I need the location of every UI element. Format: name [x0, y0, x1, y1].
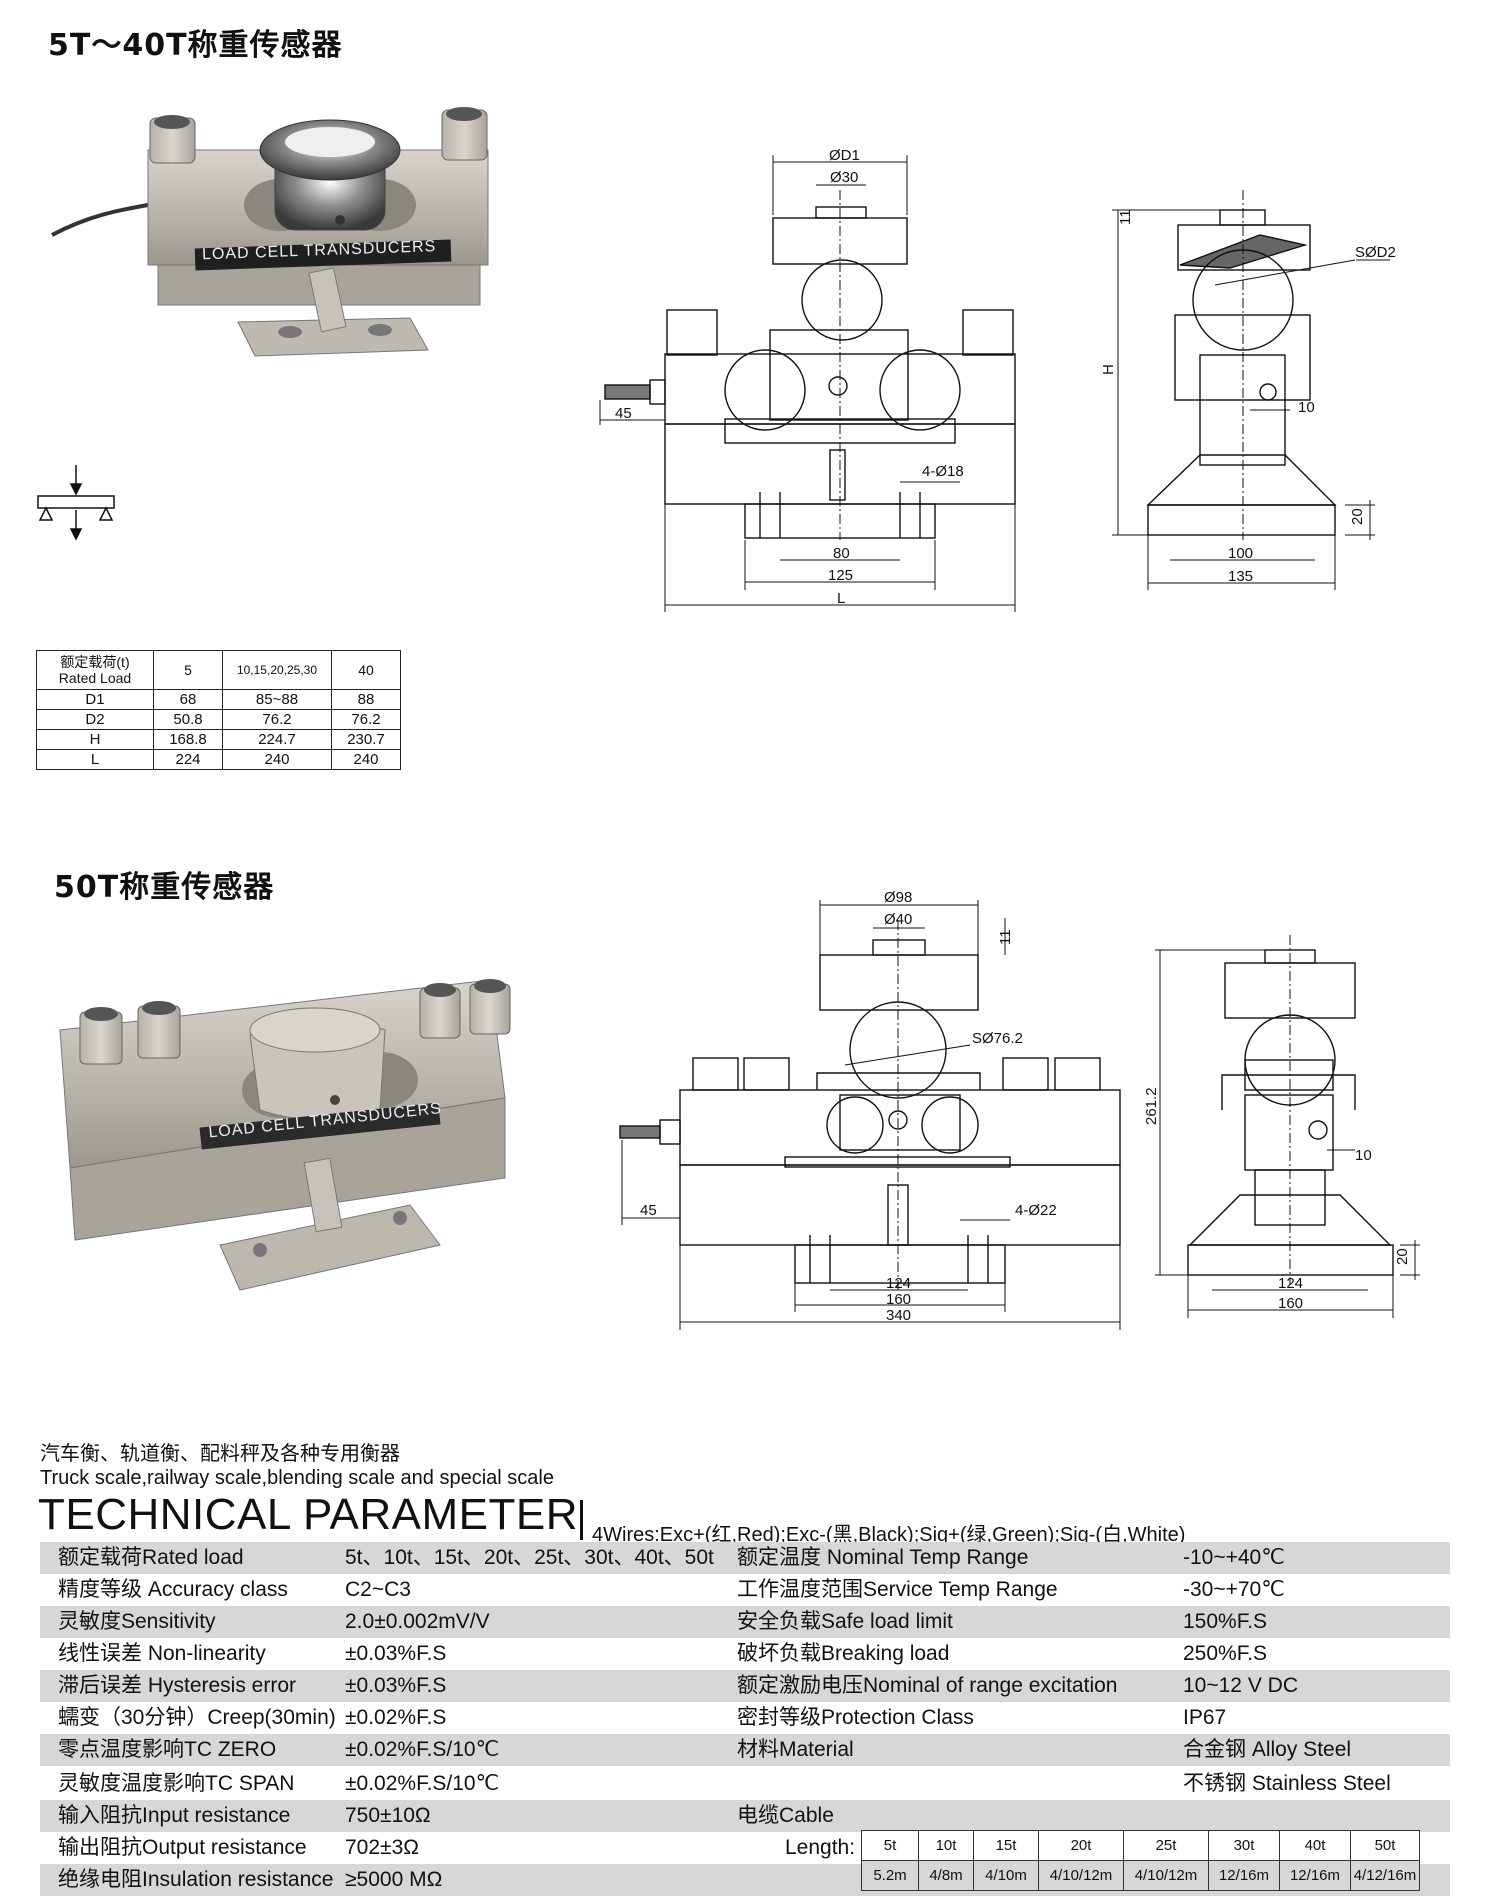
dim-340: 340 — [886, 1307, 911, 1324]
dims-header-col: 40 — [331, 650, 401, 690]
dim-10-b: 10 — [1355, 1147, 1372, 1164]
dimension-table: 额定载荷(t)Rated Load 5 10,15,20,25,30 40 D1… — [36, 650, 401, 770]
dims-header-col: 5 — [153, 650, 223, 690]
dim-11-b: 11 — [997, 929, 1014, 945]
front-view-drawing-2 — [619, 900, 1121, 1330]
side-view-drawing-1 — [1112, 190, 1390, 590]
cable-length-table: 5t 10t 15t 20t 25t 30t 40t 50t 5.2m 4/8m… — [861, 1830, 1420, 1891]
cable-capacity-row: 5t 10t 15t 20t 25t 30t 40t 50t — [861, 1830, 1420, 1861]
dim-125: 125 — [828, 567, 853, 584]
dim-20: 20 — [1349, 508, 1366, 525]
load-cell-photo-1 — [51, 107, 489, 357]
dim-d1: ØD1 — [829, 147, 860, 164]
tech-title: TECHNICAL PARAMETER — [38, 1490, 579, 1539]
section2-title: 50T称重传感器 — [54, 870, 275, 905]
dims-header-col: 10,15,20,25,30 — [222, 650, 332, 690]
cable-length-label: Length: — [785, 1836, 856, 1859]
dim-80: 80 — [833, 545, 850, 562]
dim-sd2: SØD2 — [1355, 244, 1396, 261]
dim-sphere: SØ76.2 — [972, 1030, 1023, 1047]
dim-135: 135 — [1228, 568, 1253, 585]
applications-en: Truck scale,railway scale,blending scale… — [40, 1467, 554, 1489]
dim-holes: 4-Ø18 — [922, 463, 964, 480]
dim-40: Ø40 — [884, 911, 912, 928]
side-view-drawing-2 — [1155, 935, 1420, 1318]
dim-10: 10 — [1298, 399, 1315, 416]
section1-title: 5T～40T称重传感器 — [48, 28, 343, 63]
load-cell-photo-2 — [59, 979, 511, 1291]
cable-length-row: 5.2m 4/8m 4/10m 4/10/12m 4/10/12m 12/16m… — [861, 1860, 1420, 1891]
param-row: 灵敏度温度影响TC SPAN±0.02%F.S/10℃ 不锈钢 Stainles… — [58, 1772, 1391, 1795]
param-row: 滞后误差 Hysteresis error±0.03%F.S 额定激励电压Nom… — [40, 1670, 1450, 1702]
applications-cn: 汽车衡、轨道衡、配料秤及各种专用衡器 — [40, 1443, 400, 1465]
dim-20-b: 20 — [1394, 1248, 1411, 1265]
title-divider — [580, 1500, 583, 1540]
wires-note: 4Wires:Exc+(红,Red);Exc-(黑,Black);Sig+(绿,… — [592, 1524, 1186, 1546]
dim-11: 11 — [1117, 209, 1134, 225]
dim-L: L — [837, 590, 845, 607]
dim-d30: Ø30 — [830, 169, 858, 186]
param-row: 线性误差 Non-linearity±0.03%F.S 破坏负载Breaking… — [58, 1642, 1268, 1665]
dim-45-b: 45 — [640, 1202, 657, 1219]
dim-261: 261.2 — [1143, 1087, 1160, 1125]
dim-45: 45 — [615, 405, 632, 422]
param-row: 蠕变（30分钟）Creep(30min)±0.02%F.S 密封等级Protec… — [58, 1706, 1227, 1729]
dim-98: Ø98 — [884, 889, 912, 906]
dim-H: H — [1100, 364, 1117, 375]
load-symbol — [37, 465, 115, 541]
dim-160-b: 160 — [1278, 1295, 1303, 1312]
dim-100: 100 — [1228, 545, 1253, 562]
front-view-drawing-1 — [599, 155, 1016, 612]
dim-160: 160 — [886, 1291, 911, 1308]
dims-header-label: 额定载荷(t)Rated Load — [36, 650, 154, 690]
dim-holes-b: 4-Ø22 — [1015, 1202, 1057, 1219]
dim-124-b: 124 — [1278, 1275, 1303, 1292]
dim-124: 124 — [886, 1275, 911, 1292]
